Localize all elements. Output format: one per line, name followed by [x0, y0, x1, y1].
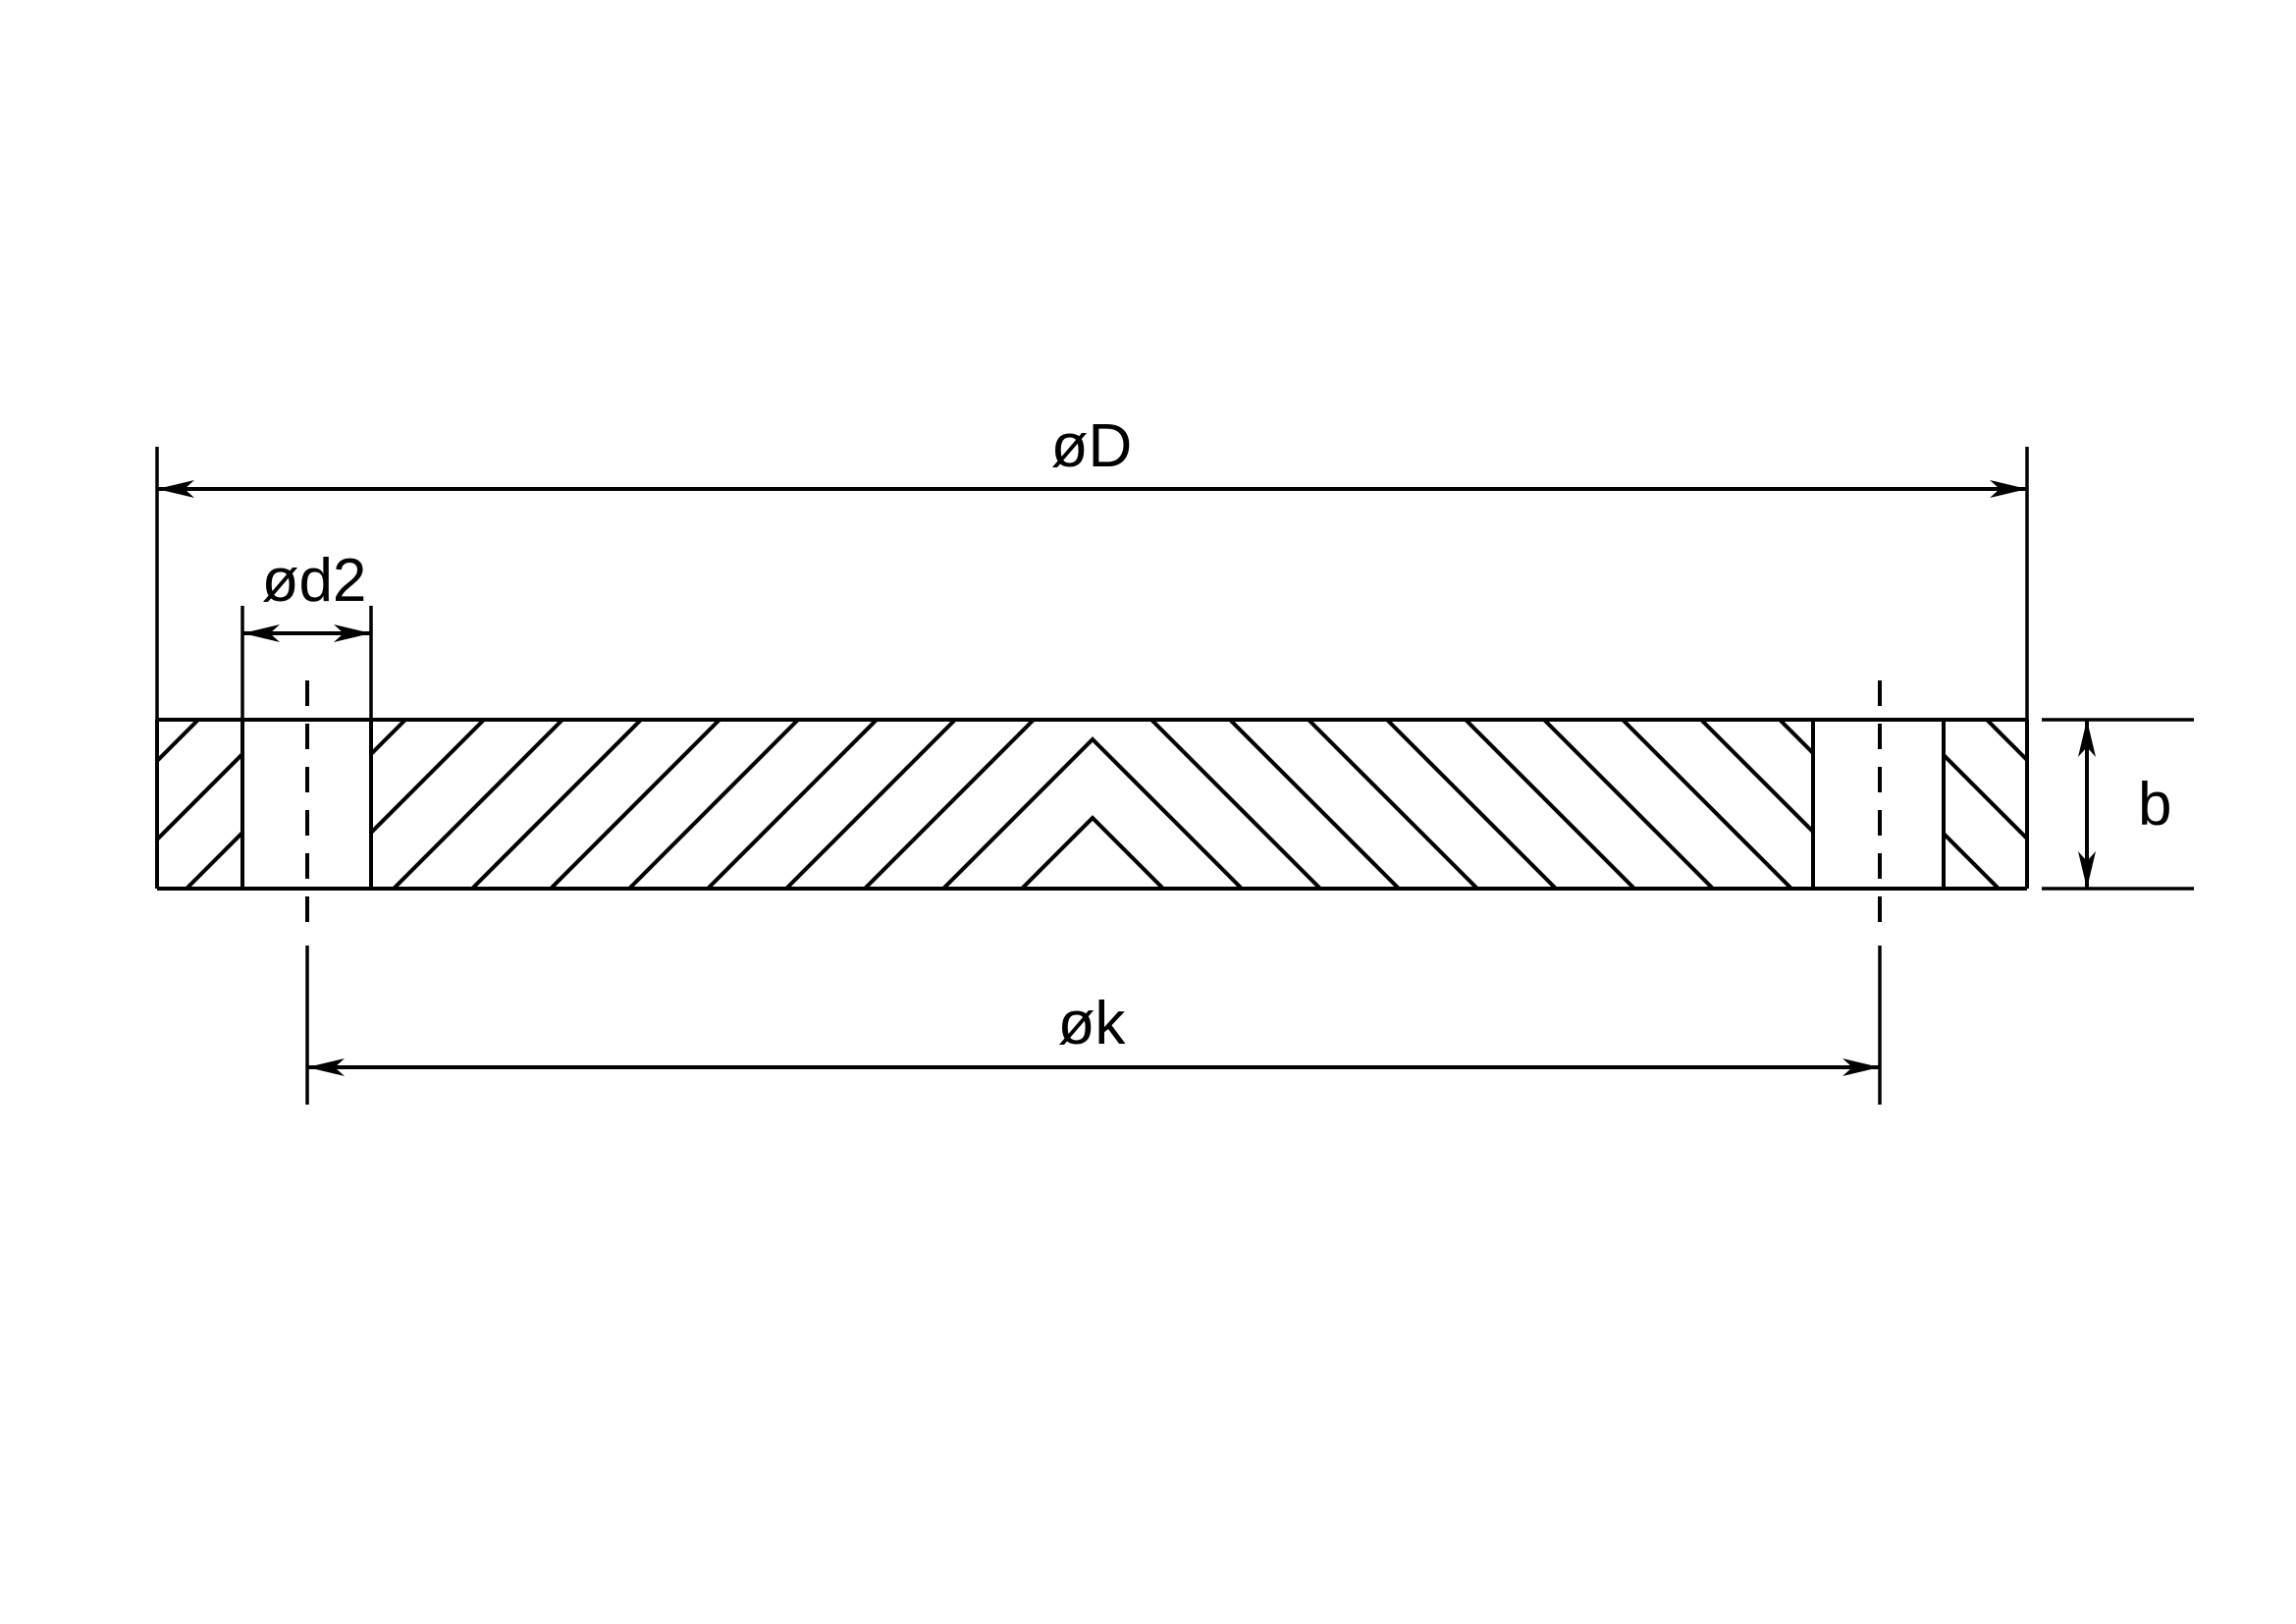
- hatching-right-body: [1093, 720, 1813, 889]
- ok-label: øk: [1058, 990, 1127, 1057]
- dimension-bolt-circle-diameter: øk: [305, 946, 1882, 1105]
- flange-body-outline: [155, 718, 2029, 891]
- od2-label: ød2: [262, 547, 367, 615]
- od-label: øD: [1051, 412, 1133, 480]
- hatching-left-land: [157, 720, 242, 889]
- b-label: b: [2138, 771, 2171, 839]
- bolt-hole-gap-edges: [240, 720, 1946, 889]
- dimension-bolt-hole-diameter: ød2: [240, 547, 373, 720]
- hatching-left-body: [371, 720, 1093, 889]
- dimension-thickness: b: [2042, 718, 2194, 891]
- dimension-outer-diameter: øD: [155, 412, 2029, 720]
- hatching-right-land: [1944, 720, 2027, 889]
